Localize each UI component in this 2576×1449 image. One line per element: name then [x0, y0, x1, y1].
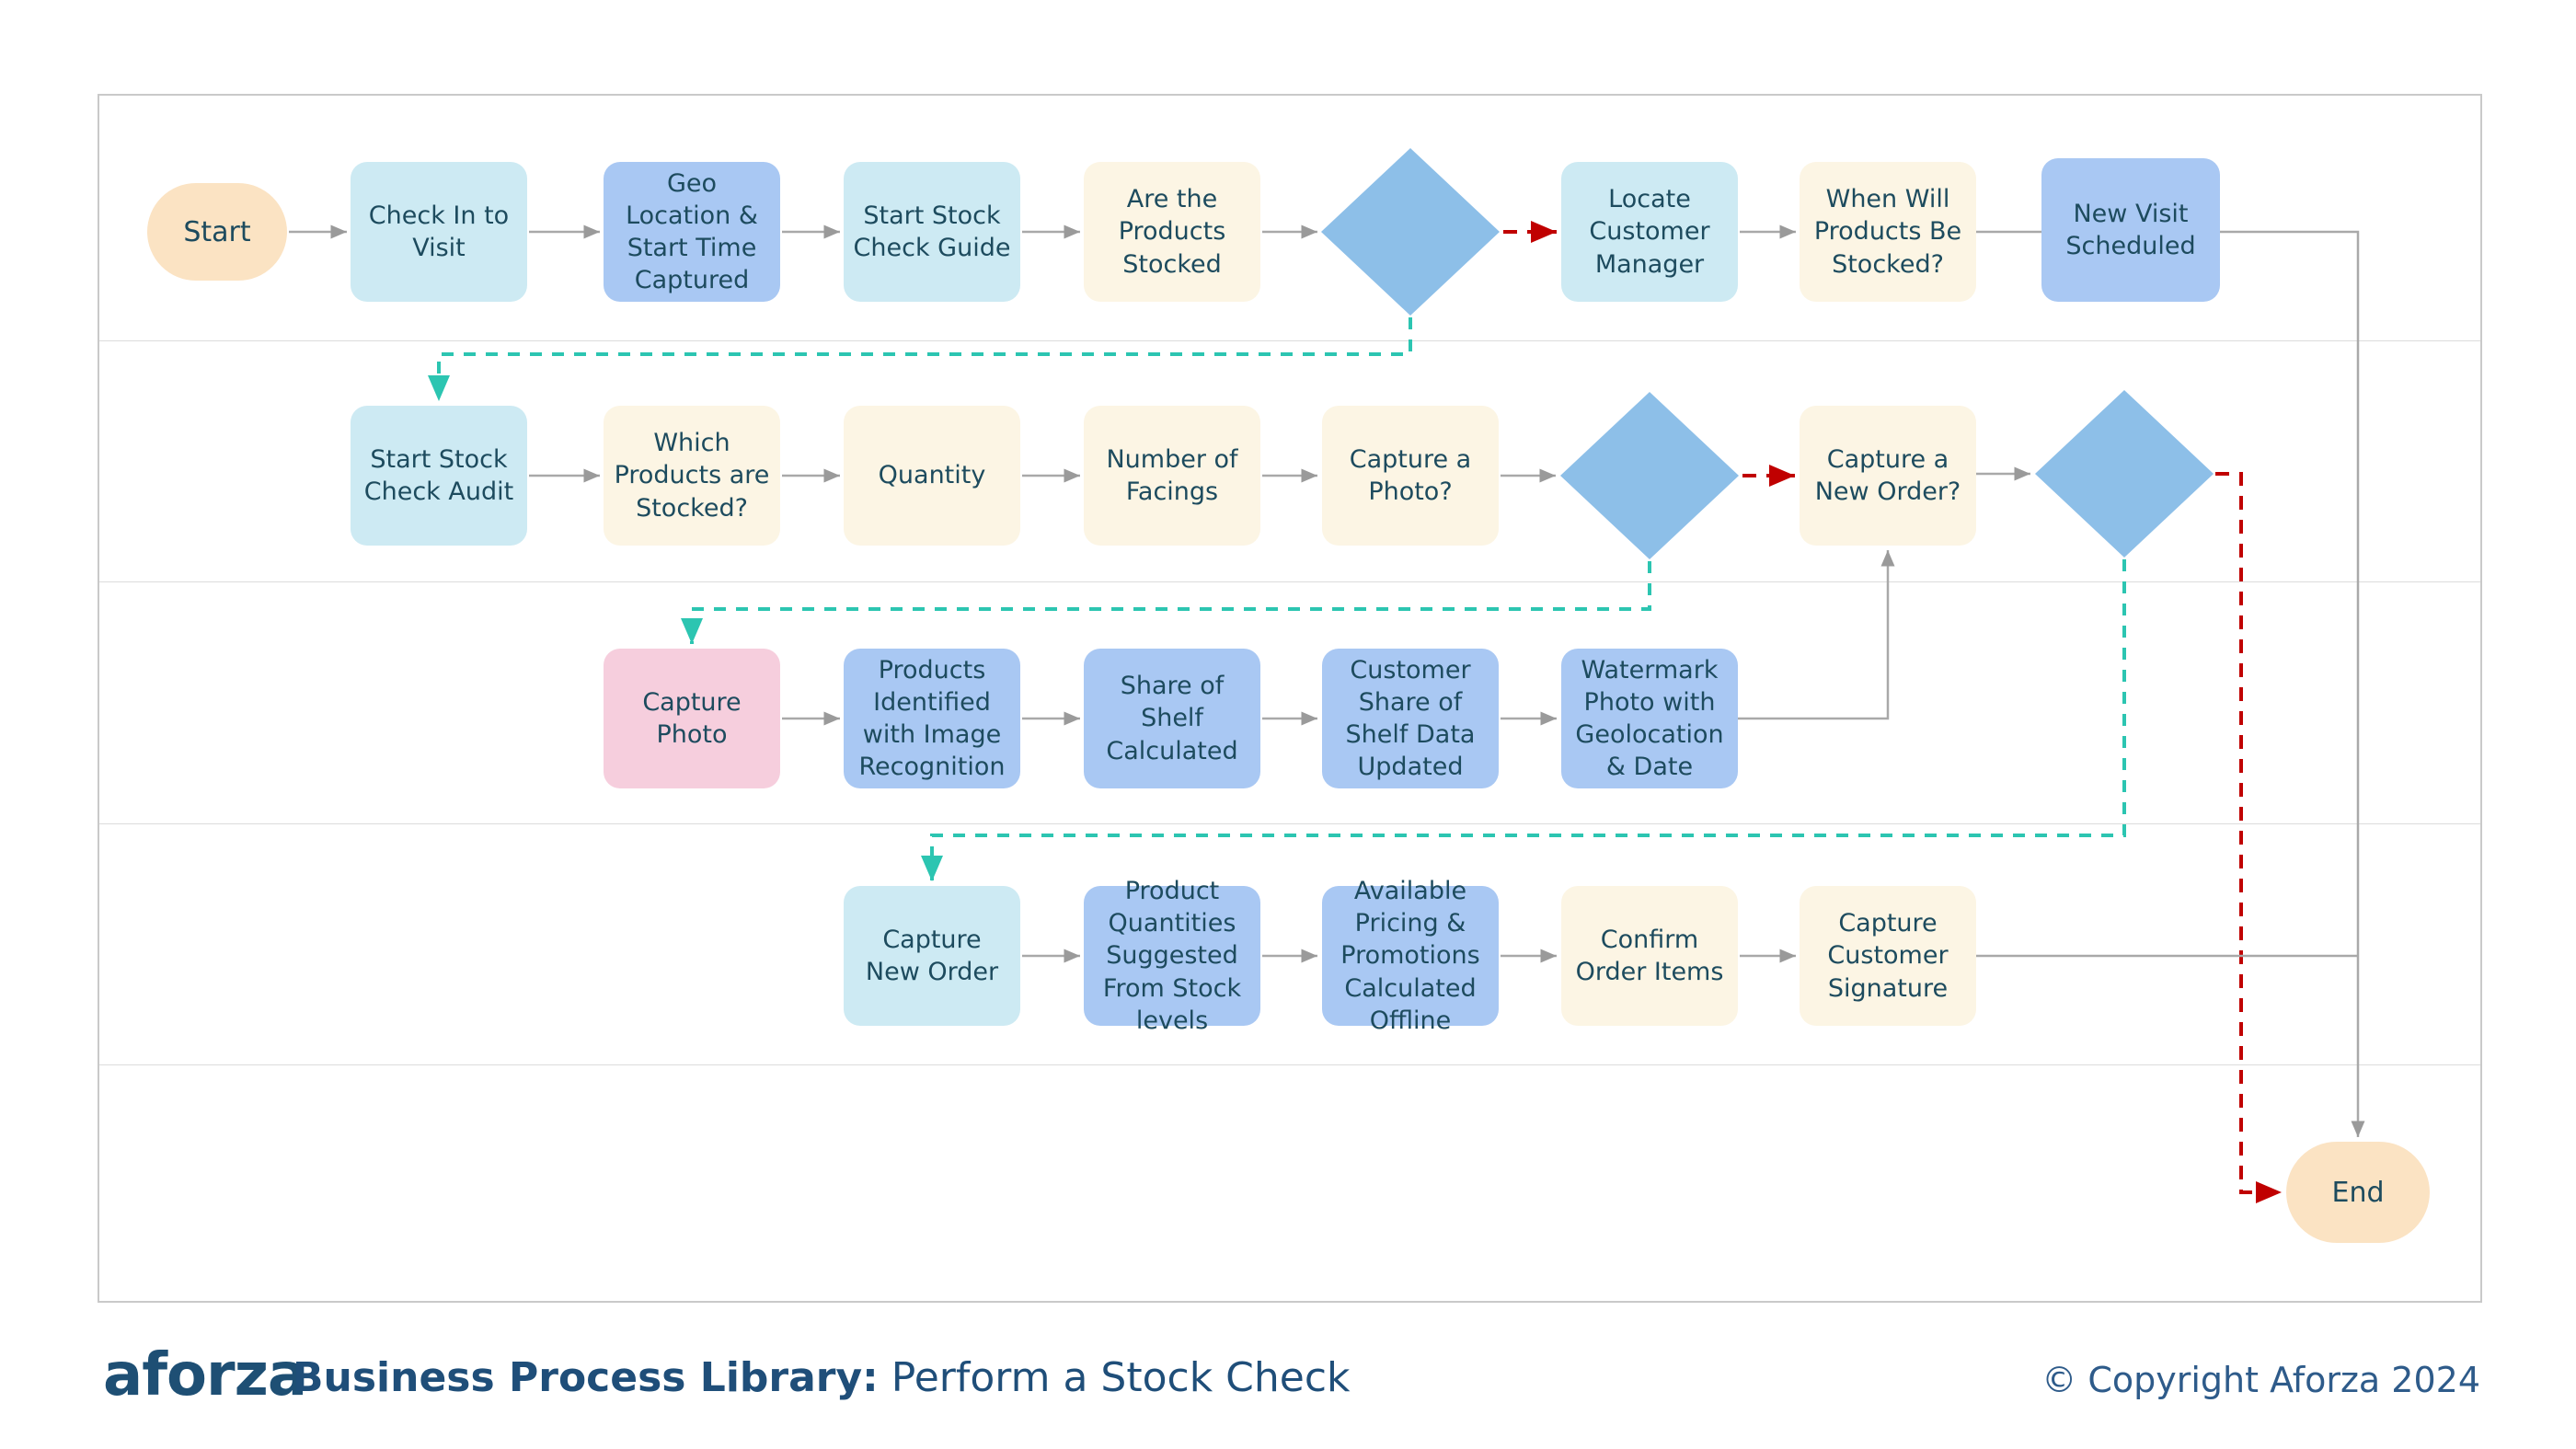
customer-share-updated: Customer Share of Shelf Data Updated	[1322, 649, 1499, 788]
check-in-to-visit: Check In to Visit	[351, 162, 527, 302]
geo-location-captured: Geo Location & Start Time Captured	[604, 162, 780, 302]
available-pricing-offline: Available Pricing & Promotions Calculate…	[1322, 877, 1499, 1035]
capture-new-order: Capture New Order	[844, 886, 1020, 1026]
when-will-products-stocked: When Will Products Be Stocked?	[1800, 162, 1976, 302]
capture-customer-signature: Capture Customer Signature	[1800, 886, 1976, 1026]
capture-photo: Capture Photo	[604, 649, 780, 788]
product-quantities-suggested: Product Quantities Suggested From Stock …	[1084, 877, 1260, 1035]
quantity: Quantity	[844, 406, 1020, 546]
products-identified: Products Identified with Image Recogniti…	[844, 649, 1020, 788]
number-of-facings: Number of Facings	[1084, 406, 1260, 546]
start-stock-check-audit: Start Stock Check Audit	[351, 406, 527, 546]
start-terminator: Start	[147, 183, 287, 281]
start-stock-check-guide: Start Stock Check Guide	[844, 162, 1020, 302]
share-of-shelf-calculated: Share of Shelf Calculated	[1084, 649, 1260, 788]
which-products-are-stocked: Which Products are Stocked?	[604, 406, 780, 546]
aforza-logo: aforza	[103, 1341, 307, 1409]
capture-a-new-order-q: Capture a New Order?	[1800, 406, 1976, 546]
confirm-order-items: Confirm Order Items	[1561, 886, 1738, 1026]
are-the-products-stocked: Are the Products Stocked	[1084, 162, 1260, 302]
copyright-text: © Copyright Aforza 2024	[2041, 1360, 2480, 1400]
lane-divider	[99, 1064, 2480, 1065]
end-terminator: End	[2286, 1142, 2430, 1243]
page-title-bold: Business Process Library:	[293, 1354, 879, 1401]
footer: aforza Business Process Library: Perform…	[0, 1325, 2576, 1449]
new-visit-scheduled: New Visit Scheduled	[2041, 158, 2220, 302]
lane-divider	[99, 581, 2480, 582]
lane-divider	[99, 340, 2480, 341]
capture-a-photo: Capture a Photo?	[1322, 406, 1499, 546]
watermark-photo: Watermark Photo with Geolocation & Date	[1561, 649, 1738, 788]
page-title-regular: Perform a Stock Check	[878, 1354, 1351, 1401]
page-title: Business Process Library: Perform a Stoc…	[293, 1354, 1351, 1401]
locate-customer-manager: Locate Customer Manager	[1561, 162, 1738, 302]
lane-divider	[99, 823, 2480, 824]
